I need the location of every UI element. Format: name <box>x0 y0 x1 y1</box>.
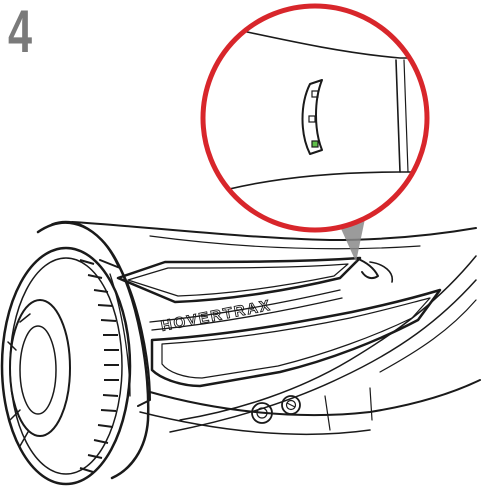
power-button-icon <box>251 402 273 424</box>
wheel-icon <box>0 220 150 486</box>
charge-port-icon <box>281 395 301 415</box>
tire-tread <box>79 259 119 473</box>
indicator-led-green <box>311 140 319 148</box>
step-number: 4 <box>8 0 33 65</box>
battery-indicator-icon <box>301 79 323 155</box>
magnifier-callout-icon <box>200 3 430 233</box>
hoverboard-body: HOVERTRAX <box>71 221 481 436</box>
